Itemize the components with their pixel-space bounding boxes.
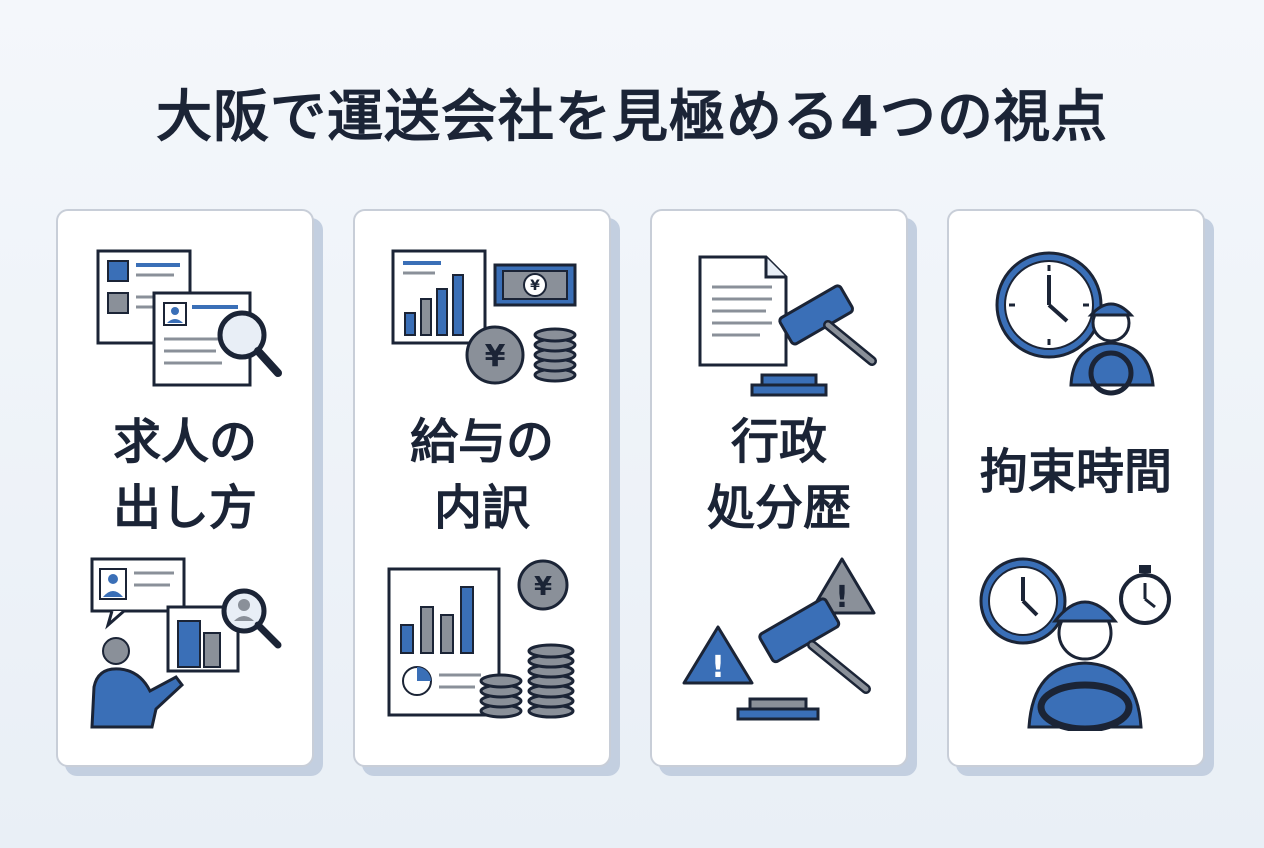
gavel-document-icon	[698, 255, 877, 397]
card-label: 給与の 内訳	[409, 414, 554, 536]
card-label: 行政 処分歴	[706, 414, 851, 536]
svg-text:¥: ¥	[530, 278, 540, 294]
clock-driver-icon	[995, 251, 1155, 396]
driver-clock-stopwatch-icon	[979, 557, 1171, 731]
svg-text:¥: ¥	[534, 572, 552, 602]
gavel-warning-icon: ! !	[682, 557, 876, 721]
card-label: 拘束時間	[979, 444, 1172, 500]
card-administrative-penalty: 行政 処分歴 ! !	[650, 209, 908, 767]
salary-report-coins-icon: ¥	[387, 559, 575, 719]
svg-text:¥: ¥	[485, 339, 506, 374]
card-job-posting: 求人の 出し方	[56, 209, 314, 767]
card-working-hours: 拘束時間	[947, 209, 1205, 767]
card-label: 求人の 出し方	[112, 414, 257, 536]
page-title: 大阪で運送会社を見極める4つの視点	[156, 85, 1108, 150]
svg-text:!: !	[835, 580, 849, 615]
card-salary-breakdown: ¥ ¥ 給与の 内訳 ¥	[353, 209, 611, 767]
recruiter-company-search-icon	[90, 557, 282, 729]
svg-text:!: !	[711, 650, 725, 685]
salary-chart-yen-icon: ¥ ¥	[391, 249, 577, 385]
job-listing-search-icon	[96, 249, 282, 387]
